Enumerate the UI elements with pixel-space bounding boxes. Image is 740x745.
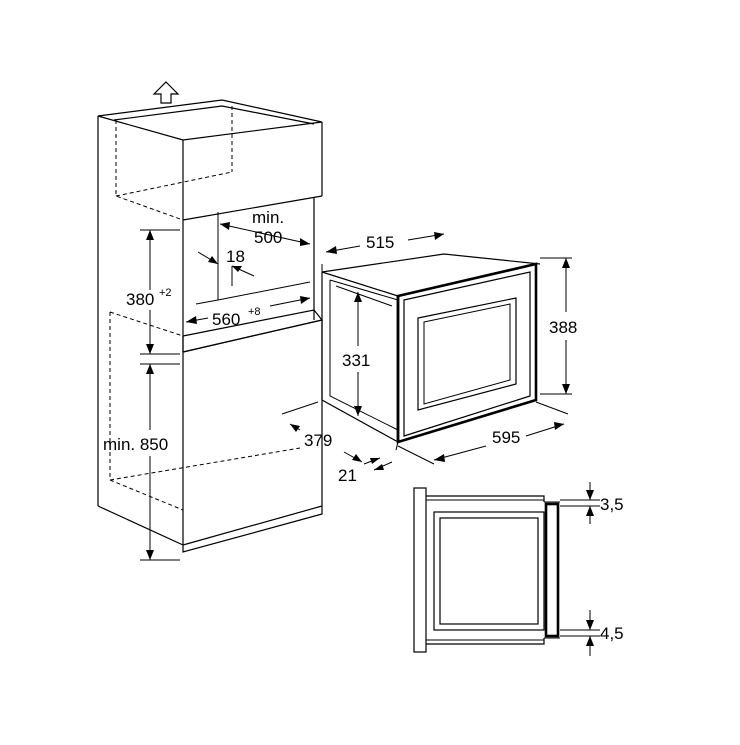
- label-560: 560: [212, 310, 240, 329]
- dim-560: 560 +8: [185, 296, 311, 329]
- label-515: 515: [366, 233, 394, 252]
- label-388: 388: [549, 318, 577, 337]
- label-331: 331: [342, 351, 370, 370]
- section-view: [413, 487, 600, 653]
- up-arrow-icon: [152, 81, 180, 104]
- label-3-5: 3,5: [600, 495, 624, 514]
- label-595: 595: [492, 428, 520, 447]
- dim-388: 388: [540, 257, 577, 395]
- label-min-500-line2: 500: [254, 228, 282, 247]
- dim-21: 21: [338, 441, 399, 485]
- dim-min-500: min. 500: [219, 208, 311, 247]
- oven-body: [321, 253, 541, 444]
- label-560-tolerance: +8: [248, 306, 261, 318]
- label-4-5: 4,5: [600, 624, 624, 643]
- label-18: 18: [226, 247, 245, 266]
- dim-380: 380 +2: [126, 229, 180, 355]
- dim-18: 18: [197, 247, 255, 286]
- dim-min-850: min. 850: [103, 363, 180, 561]
- label-380: 380: [126, 290, 154, 309]
- dim-331: 331: [342, 292, 370, 416]
- label-min-850: min. 850: [103, 435, 168, 454]
- label-21: 21: [338, 466, 357, 485]
- cabinet-outline: [97, 99, 324, 553]
- label-380-tolerance: +2: [159, 287, 172, 299]
- dim-3-5: 3,5: [586, 482, 624, 524]
- label-379: 379: [304, 431, 332, 450]
- dim-595: 595: [397, 401, 569, 465]
- dim-379: 379: [281, 401, 363, 463]
- dim-515: 515: [321, 232, 445, 272]
- label-min-500-line1: min.: [252, 208, 284, 227]
- dim-4-5: 4,5: [586, 610, 624, 656]
